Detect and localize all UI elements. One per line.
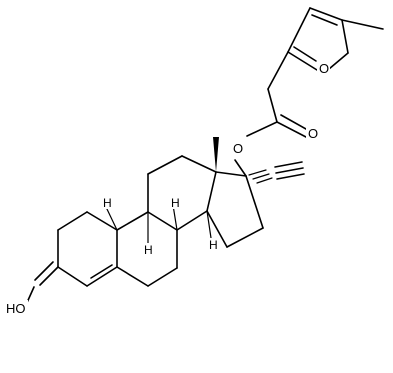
oxime-double-bond <box>34 261 54 281</box>
ring-a-bond <box>57 211 88 231</box>
ring-a-double-bond <box>90 264 113 279</box>
ring-c-bond <box>147 211 178 231</box>
ring-b-bond <box>116 211 149 231</box>
ethynyl-hash <box>252 173 270 180</box>
h14-label: H <box>209 238 218 252</box>
oxime-hydroxyl-label: HO <box>6 301 26 316</box>
furan-bond <box>287 51 318 71</box>
ch2-carbonyl-bond <box>267 88 278 123</box>
furan-double-bond <box>311 14 338 26</box>
h14-bond <box>206 210 212 239</box>
ethynyl-hash <box>256 177 273 184</box>
ring-b-bond <box>147 267 178 287</box>
ring-b-bond <box>116 266 149 287</box>
ring-oxygen-label: O <box>319 61 329 76</box>
h10-label: H <box>103 196 112 210</box>
atom-labels: O O O H H H H HO <box>6 61 330 316</box>
h9-label: H <box>144 243 153 257</box>
furan-bond <box>309 7 343 21</box>
methylfuran-group <box>234 7 384 177</box>
ring-a-bond <box>86 266 118 287</box>
triple-bond <box>276 173 305 180</box>
ring-d-bond <box>245 175 264 229</box>
h10-bond <box>105 206 118 231</box>
ester-bond <box>246 121 278 137</box>
steroid-core <box>24 137 305 308</box>
ring-c-bond <box>181 155 217 173</box>
oxime-double-bond <box>39 266 59 286</box>
ch2-bond <box>267 51 289 90</box>
ester-oxygen-label: O <box>233 141 243 156</box>
methyl-bond <box>341 19 384 30</box>
ring-a-bond <box>57 266 88 287</box>
ring-d-bond <box>206 171 217 212</box>
ester-oxygen-bond <box>234 159 247 177</box>
ring-c-bond <box>176 210 208 231</box>
furan-bond <box>341 19 349 54</box>
methyl-wedge <box>213 137 219 172</box>
ring-d-bond <box>226 227 264 248</box>
h8-label: H <box>171 196 180 210</box>
furan-bond <box>328 52 349 70</box>
ring-d-bond <box>206 210 228 248</box>
ring-a-bond <box>86 211 118 231</box>
carbonyl-double-bond <box>280 114 307 130</box>
ring-d-bond <box>215 171 247 177</box>
ethynyl-hash <box>248 169 267 176</box>
furan-double-bond <box>293 46 317 62</box>
furan-bond <box>287 7 311 53</box>
carbonyl-double-bond <box>276 121 307 138</box>
carbonyl-oxygen-label: O <box>308 126 318 141</box>
triple-bond <box>274 161 303 168</box>
triple-bond <box>275 167 304 174</box>
ring-c-bond <box>147 155 183 175</box>
h8-bond <box>172 204 178 231</box>
